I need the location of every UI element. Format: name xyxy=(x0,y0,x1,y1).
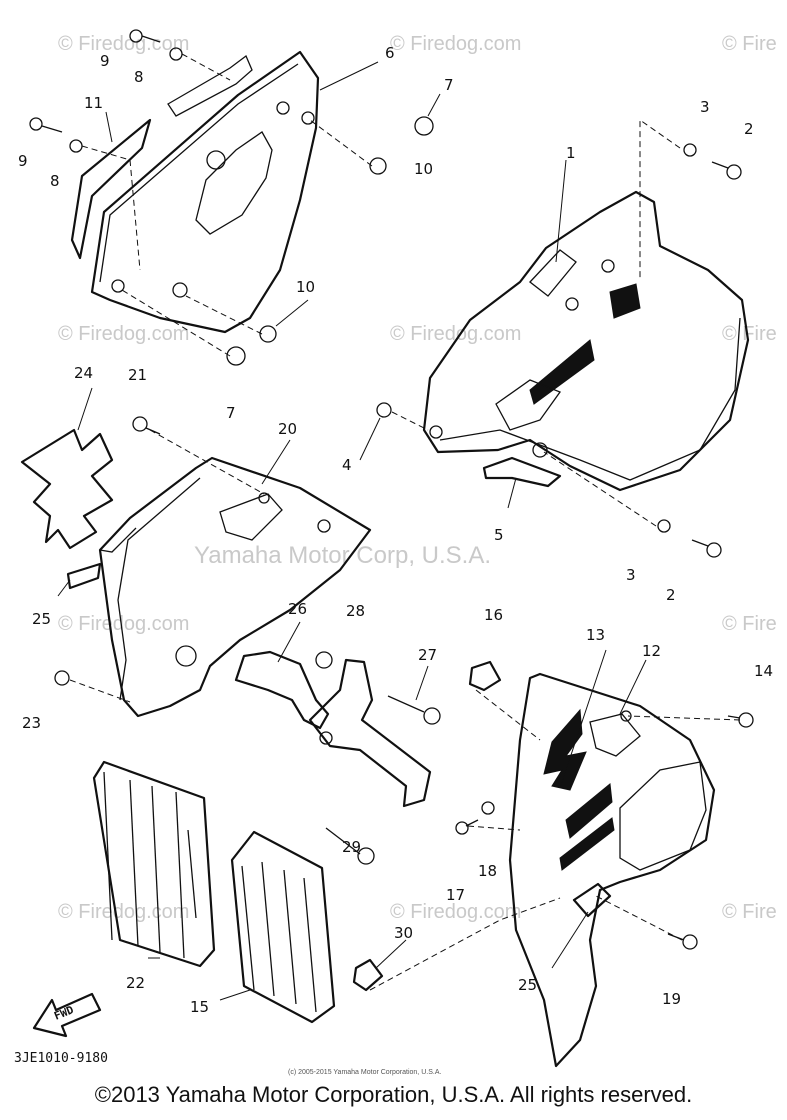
callout-10: 10 xyxy=(296,278,315,296)
part-11-strip xyxy=(70,118,152,260)
callout-1: 1 xyxy=(566,144,576,162)
callout-25: 25 xyxy=(518,976,537,994)
fwd-arrow-icon: FWD xyxy=(32,992,102,1038)
part-25-plate xyxy=(572,882,612,918)
watermark-firedog: © Firedog.com xyxy=(390,901,521,923)
callout-3: 3 xyxy=(700,98,710,116)
callout-12: 12 xyxy=(642,642,661,660)
callout-28: 28 xyxy=(346,602,365,620)
callout-22: 22 xyxy=(126,974,145,992)
callout-9: 9 xyxy=(100,52,110,70)
part-25-decal xyxy=(66,562,102,590)
callout-26: 26 xyxy=(288,600,307,618)
callout-15: 15 xyxy=(190,998,209,1016)
watermark-firedog-cut: © Fire xyxy=(722,33,777,55)
part-26-bracket xyxy=(234,650,330,730)
leader-lines xyxy=(57,61,647,1001)
callout-17: 17 xyxy=(446,886,465,904)
part-6-side-cover xyxy=(90,50,320,334)
assembly-lines xyxy=(69,53,741,991)
part-stay-bracket xyxy=(308,658,432,808)
callout-24: 24 xyxy=(74,364,93,382)
part-22-radiator-louver xyxy=(92,760,216,968)
callout-19: 19 xyxy=(662,990,681,1008)
callout-11: 11 xyxy=(84,94,103,112)
watermark-firedog: © Firedog.com xyxy=(390,323,521,345)
watermark-firedog-cut: © Fire xyxy=(722,323,777,345)
part-13-decal xyxy=(543,708,615,871)
watermark-firedog: © Firedog.com xyxy=(58,33,189,55)
callout-25: 25 xyxy=(32,610,51,628)
small-copyright: (c) 2005-2015 Yamaha Motor Corporation, … xyxy=(288,1069,441,1076)
callout-20: 20 xyxy=(278,420,297,438)
watermark-firedog: © Firedog.com xyxy=(390,33,521,55)
fwd-label: FWD xyxy=(52,1003,76,1023)
callout-27: 27 xyxy=(418,646,437,664)
callout-18: 18 xyxy=(478,862,497,880)
part-5-trim xyxy=(482,456,562,488)
callout-5: 5 xyxy=(494,526,504,544)
part-1-side-cover xyxy=(422,190,750,492)
fasteners xyxy=(29,29,754,950)
diagram-code: 3JE1010-9180 xyxy=(14,1051,108,1066)
part-15-radiator-louver xyxy=(230,830,336,1024)
callout-7: 7 xyxy=(226,404,236,422)
watermark-firedog: © Firedog.com xyxy=(58,323,189,345)
watermark-firedog-cut: © Fire xyxy=(722,613,777,635)
watermark-firedog: © Firedog.com xyxy=(58,613,189,635)
copyright-notice: ©2013 Yamaha Motor Corporation, U.S.A. A… xyxy=(94,1082,693,1107)
callout-2: 2 xyxy=(744,120,754,138)
part-12-side-cover xyxy=(508,672,716,1068)
callout-21: 21 xyxy=(128,366,147,384)
callout-3: 3 xyxy=(626,566,636,584)
callout-16: 16 xyxy=(484,606,503,624)
callout-30: 30 xyxy=(394,924,413,942)
callout-7: 7 xyxy=(444,76,454,94)
watermark-group: © Firedog.com © Firedog.com © Fire © Fir… xyxy=(58,33,777,923)
callout-labels: 9 8 6 7 11 9 8 10 3 2 1 10 7 24 21 20 4 … xyxy=(18,44,773,1016)
part-20-side-cover xyxy=(98,456,372,718)
callout-14: 14 xyxy=(754,662,773,680)
part-16-clip xyxy=(468,660,502,692)
callout-13: 13 xyxy=(586,626,605,644)
callout-8: 8 xyxy=(134,68,144,86)
part-30-clip xyxy=(352,958,384,992)
watermark-yamaha: Yamaha Motor Corp, U.S.A. xyxy=(194,542,491,569)
callout-29: 29 xyxy=(342,838,361,856)
watermark-firedog: © Firedog.com xyxy=(58,901,189,923)
part-24-decal xyxy=(20,428,114,550)
callout-10: 10 xyxy=(414,160,433,178)
callout-2: 2 xyxy=(666,586,676,604)
callout-23: 23 xyxy=(22,714,41,732)
callout-9: 9 xyxy=(18,152,28,170)
callout-6: 6 xyxy=(385,44,395,62)
callout-8: 8 xyxy=(50,172,60,190)
watermark-firedog-cut: © Fire xyxy=(722,901,777,923)
callout-4: 4 xyxy=(342,456,352,474)
